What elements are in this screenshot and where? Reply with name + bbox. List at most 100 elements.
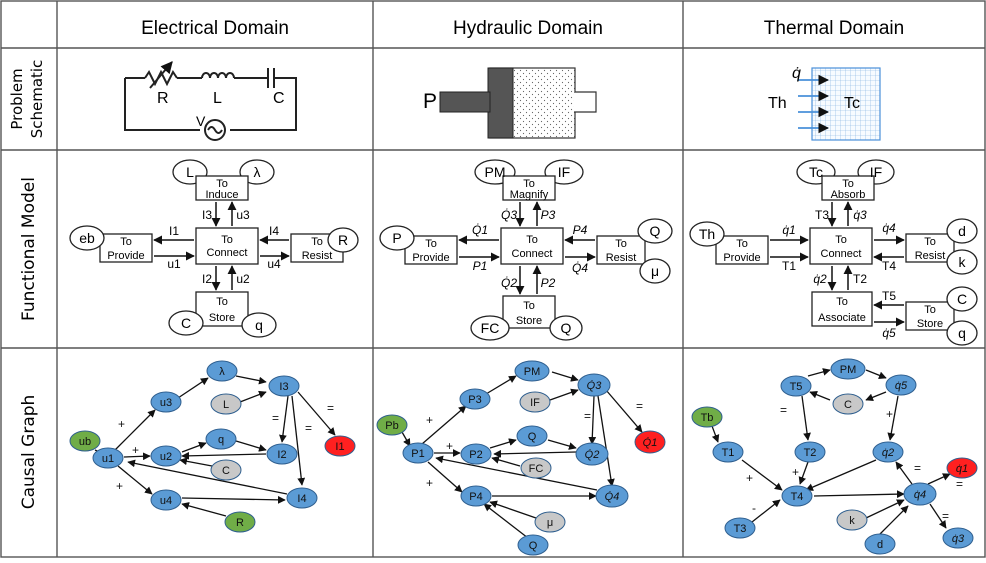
cg-edge-label: + <box>746 471 753 485</box>
cg-edge-label: = <box>914 461 921 475</box>
cg-node-q <box>205 428 237 450</box>
schematic-label-l: L <box>213 90 222 107</box>
circuit-wire <box>230 77 297 131</box>
heat-flux-arrows <box>798 74 830 134</box>
cg-node-label: C <box>222 465 230 477</box>
fm-box-absorb <box>821 175 875 201</box>
cg-node-t4 <box>781 485 813 507</box>
cg-edge <box>551 371 579 382</box>
cg-edge-label: + <box>116 479 123 493</box>
fm-box-text: To <box>221 234 233 246</box>
cg-edge <box>489 438 517 449</box>
cg-node-label: Q̇1 <box>643 436 658 449</box>
cg-node-q2 <box>872 441 904 463</box>
causal-thermal: Tb T1 T5 PM C q̇5 T2 q̇2 T4 T3 k q̇4 q̇1… <box>691 358 978 555</box>
cg-node-label: IF <box>530 397 540 409</box>
functional-thermal: Tc IF Th d k C q To Absorb To Connect To… <box>689 159 978 346</box>
fm-ellipse-th <box>689 221 725 247</box>
cg-node-label: P1 <box>411 448 424 460</box>
cg-edge <box>549 388 579 401</box>
schematic-label-v: V <box>196 113 206 129</box>
cg-node-pm <box>514 360 550 382</box>
fm-label: k <box>959 254 967 270</box>
fm-box-text: To <box>425 238 437 250</box>
schematic-label-p: P <box>423 90 437 113</box>
fm-label: Th <box>699 226 715 242</box>
fm-box-text: Store <box>917 318 943 330</box>
fm-label: R <box>338 232 348 248</box>
fm-label: L <box>186 164 194 180</box>
fm-box-text: To <box>216 178 228 190</box>
causal-hydraulic: Pb P1 P3 PM IF Q̇3 Q̇1 P2 Q FC Q̇2 P4 Q̇… <box>376 360 666 556</box>
fm-box-text: To <box>523 300 535 312</box>
cg-edge <box>177 377 209 399</box>
cg-node-u3 <box>150 391 182 413</box>
cg-node-i3 <box>268 375 300 397</box>
circuit-wire <box>124 78 200 131</box>
cg-edge <box>435 455 598 491</box>
cg-node-label: q̇4 <box>914 489 926 501</box>
fm-ellipse-eb <box>69 225 105 251</box>
fm-label: q <box>958 325 966 341</box>
fm-box-resist <box>596 235 646 265</box>
fm-ellipse-q-store <box>549 315 583 341</box>
fm-box-text: Connect <box>207 247 248 259</box>
fm-ellipse-mu <box>639 258 671 284</box>
fm-ellipse-p <box>379 225 415 251</box>
fm-label: C <box>181 315 191 331</box>
cg-node-q <box>516 425 548 447</box>
fm-flow-label: T3 <box>815 208 829 222</box>
fm-box-connect <box>809 227 873 265</box>
cg-node-label: L <box>223 399 229 411</box>
cg-edge <box>114 409 156 451</box>
fm-flow-label: u1 <box>167 257 181 271</box>
cg-edge <box>181 441 207 453</box>
cg-node-label: ub <box>79 436 91 448</box>
fm-label: λ <box>254 164 261 180</box>
fm-ellipse-c <box>946 286 978 312</box>
fm-box-text: Store <box>209 312 235 324</box>
cg-node-c <box>210 459 242 481</box>
fm-label: C <box>957 291 967 307</box>
cg-edge-label: = <box>942 509 949 523</box>
cg-node-mu <box>534 511 566 533</box>
fm-flow-label: q̇5 <box>882 326 896 340</box>
fm-box-text: To <box>842 178 854 190</box>
cg-node-t5 <box>780 375 812 397</box>
cg-node-u4 <box>150 489 182 511</box>
fm-flow-label: q̇1 <box>782 223 795 237</box>
cg-node-label: Pb <box>385 420 398 432</box>
cg-node-label: Q <box>529 540 538 552</box>
capacitor-symbol <box>267 68 275 88</box>
cg-node-label: q̇2 <box>882 447 894 459</box>
cg-node-label: P2 <box>469 449 482 461</box>
cg-edge <box>291 395 306 486</box>
schematic-label-r: R <box>157 90 169 107</box>
fm-box-connect <box>500 227 564 265</box>
fm-flow-label: P1 <box>473 259 488 273</box>
fm-box-magnify <box>502 175 556 201</box>
cg-node-r <box>224 511 256 533</box>
schematic-label-c: C <box>273 90 285 107</box>
cg-edge <box>491 456 521 467</box>
fm-label: d <box>958 223 966 239</box>
piston-rod <box>439 91 491 113</box>
fm-box-text: Associate <box>818 312 866 324</box>
row-label-schematic-line1: Problem <box>8 68 26 129</box>
cg-node-t2 <box>794 441 826 463</box>
row-label-causal: Causal Graph <box>19 395 39 510</box>
cg-edge-label: + <box>118 417 125 431</box>
cg-node-p2 <box>460 443 492 465</box>
cg-edge <box>887 395 899 441</box>
fm-box-provide <box>99 233 153 263</box>
cg-node-label: Q̇3 <box>587 379 603 392</box>
causal-electrical: ub u1 u3 λ L I3 I1 u2 q C I2 u4 I4 R + +… <box>69 360 356 533</box>
fm-box-text: To <box>924 236 936 248</box>
cg-node-k <box>836 509 868 531</box>
cg-node-label: PM <box>524 366 541 378</box>
schematic-label-th: Th <box>768 95 787 112</box>
cg-edge-label: = <box>272 411 279 425</box>
